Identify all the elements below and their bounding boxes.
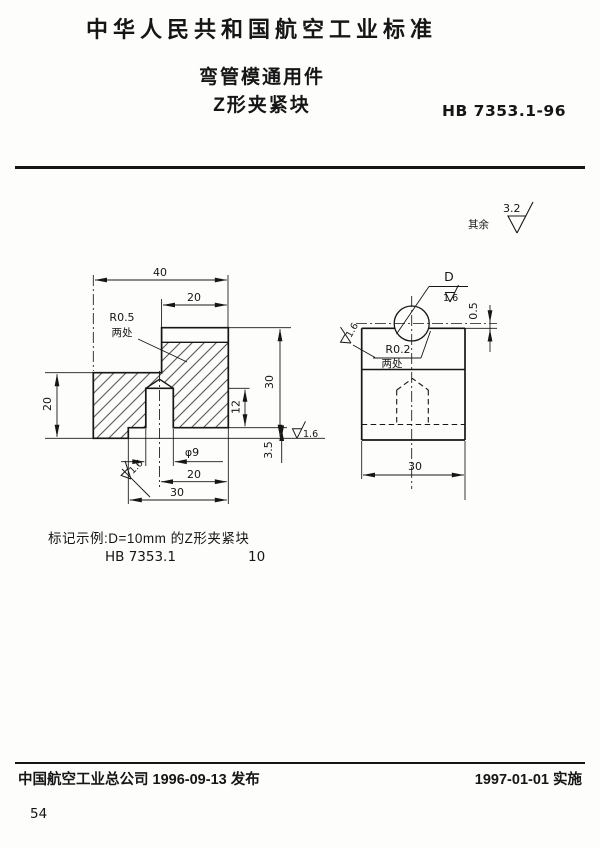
part-outline <box>92 326 230 440</box>
marking-example-line2: HB 7353.1 10 <box>105 549 265 565</box>
dim-total-height: 30 <box>263 375 276 389</box>
footer-implementation: 1997-01-01 实施 <box>474 772 582 788</box>
marking-example-line1: 标记示例:D=10mm 的Z形夹紧块 <box>48 531 250 546</box>
product-title: 弯管模通用件 <box>198 67 325 88</box>
hidden-lines <box>361 377 465 426</box>
fillet-leader <box>137 338 188 363</box>
fillet-radius-label-right: R0.2 <box>385 343 410 356</box>
finish-counterbore-value: 1.6 <box>127 458 145 476</box>
fillet-places-label-right: 两处 <box>382 358 403 370</box>
groove-leader <box>396 286 468 335</box>
left-section-view: 40 20 R0.5 两处 20 30 12 φ9 3.5 20 30 1.6 <box>41 266 325 504</box>
fillet-leader-right <box>352 330 431 359</box>
footer-rule <box>15 762 585 764</box>
dim-hole-to-edge: 20 <box>187 468 201 481</box>
roughness-symbol-bottom-icon: 1.6 <box>291 421 318 440</box>
fillet-places-label: 两处 <box>112 327 133 339</box>
dim-counterbore-depth: 12 <box>230 400 243 414</box>
part-title: Z形夹紧块 <box>213 95 311 116</box>
block-outline <box>360 327 466 441</box>
dim-bottom-width: 30 <box>170 486 184 499</box>
roughness-value: 3.2 <box>503 202 521 215</box>
finish-groove-value: 1.6 <box>443 293 458 304</box>
finish-bottom-value: 1.6 <box>303 429 318 440</box>
header-rule <box>15 166 585 169</box>
marking-example-number: HB 7353.1 <box>105 549 176 565</box>
marking-example-size: 10 <box>248 549 266 565</box>
groove-diameter-label: D <box>444 269 454 284</box>
finish-leader <box>121 468 151 498</box>
footer-issuer: 中国航空工业总公司 1996-09-13 发布 <box>18 772 260 788</box>
dimension-lines-right <box>362 310 493 478</box>
roughness-symbol-icon <box>507 201 534 234</box>
extension-lines <box>45 275 325 504</box>
centerlines <box>356 296 497 489</box>
dim-step-height: 3.5 <box>262 441 275 459</box>
standard-number: HB 7353.1-96 <box>442 102 566 120</box>
dim-left-height: 20 <box>41 397 54 411</box>
roughness-prefix-label: 其余 <box>468 218 489 231</box>
general-roughness-note: 其余 3.2 <box>468 201 534 234</box>
dim-hole-diameter: φ9 <box>185 446 199 459</box>
right-front-view: D 1.6 0.5 R0.2 两处 <box>339 269 497 500</box>
dim-top-width: 20 <box>187 291 201 304</box>
dimension-lines <box>54 277 285 503</box>
section-hatching <box>93 342 229 439</box>
page-number: 54 <box>30 806 48 822</box>
roughness-symbol-counterbore-icon: 1.6 <box>120 458 146 480</box>
dim-width-right: 30 <box>408 460 422 473</box>
standard-title: 中华人民共和国航空工业标准 <box>86 17 438 42</box>
dim-center-offset: 0.5 <box>467 302 480 320</box>
roughness-symbol-step-icon: 1.6 <box>339 321 361 344</box>
fillet-radius-label: R0.5 <box>109 311 134 324</box>
dim-total-width: 40 <box>153 266 167 279</box>
roughness-symbol-groove-icon: 1.6 <box>443 284 459 304</box>
